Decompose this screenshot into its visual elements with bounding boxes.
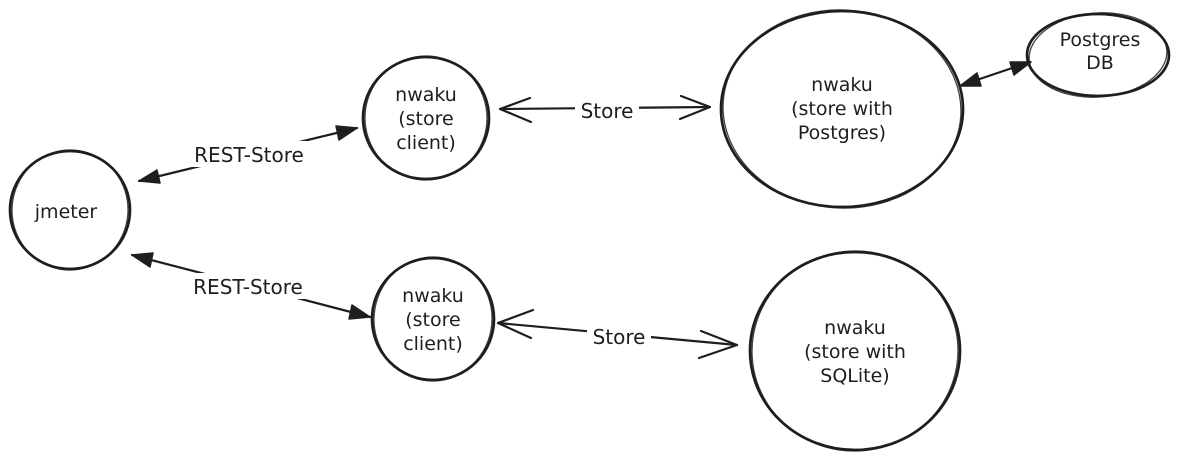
node-jmeter-label: jmeter	[34, 201, 98, 223]
node-store-postgres-label: Postgres)	[798, 122, 886, 144]
node-store-client-bottom-shape-sketch	[373, 256, 493, 382]
node-store-sqlite-label: (store with	[804, 341, 906, 363]
node-store-client-top-label: nwaku	[395, 84, 457, 106]
node-store-sqlite-label: SQLite)	[820, 365, 889, 387]
edge-label: Store	[581, 99, 634, 123]
arrowhead-open	[678, 94, 712, 121]
arrowhead-open	[697, 329, 739, 360]
edge-label-rest-store-bottom: REST-Store	[189, 273, 307, 299]
edge-label-bg	[190, 141, 308, 167]
arrowhead-solid	[335, 125, 358, 141]
node-store-client-top: nwaku (store client)	[361, 55, 491, 181]
node-store-client-bottom-label: nwaku	[402, 285, 464, 307]
node-store-client-top-shape-sketch	[364, 55, 488, 181]
node-postgres-db-shape-sketch	[1028, 12, 1168, 98]
edge-label-store-top: Store	[575, 97, 639, 123]
node-store-sqlite: nwaku (store with SQLite)	[748, 250, 962, 452]
edge-label-bg	[587, 323, 651, 349]
node-store-client-bottom-label: client)	[403, 333, 463, 355]
edge-postgres-db-link	[959, 60, 1032, 87]
node-store-postgres-label: (store with	[791, 98, 893, 120]
node-store-client-top-label: (store	[398, 108, 453, 130]
edge-label: Store	[593, 325, 646, 349]
node-store-client-bottom-shape	[370, 256, 496, 382]
node-postgres-db-label: DB	[1086, 52, 1114, 74]
arrowhead-solid	[1009, 61, 1032, 76]
edge-label-store-bottom: Store	[587, 323, 651, 349]
edge-label-bg	[189, 273, 307, 299]
node-store-sqlite-label: nwaku	[824, 317, 886, 339]
arrowhead-solid	[138, 169, 161, 184]
node-store-postgres-shape	[719, 9, 965, 209]
node-store-client-top-shape	[361, 55, 491, 181]
node-store-sqlite-shape-sketch	[751, 250, 959, 452]
arrowhead-solid	[348, 304, 371, 320]
node-postgres-db-label: Postgres	[1060, 29, 1141, 51]
node-store-sqlite-shape	[748, 250, 962, 452]
edge-label: REST-Store	[193, 275, 303, 299]
node-store-postgres-label: nwaku	[811, 74, 873, 96]
node-jmeter: jmeter	[8, 149, 132, 271]
node-store-client-bottom-label: (store	[405, 309, 460, 331]
node-postgres-db: Postgres DB	[1025, 12, 1171, 98]
edge-label-bg	[575, 97, 639, 123]
edge-label: REST-Store	[194, 143, 304, 167]
node-store-postgres: nwaku (store with Postgres)	[719, 9, 965, 209]
arrowhead-solid	[131, 252, 154, 268]
node-jmeter-shape	[8, 149, 132, 271]
node-store-postgres-shape-sketch	[722, 9, 962, 209]
arrowhead-open	[498, 96, 533, 124]
edge-label-rest-store-top: REST-Store	[190, 141, 308, 167]
arrowhead-open	[496, 308, 535, 340]
node-postgres-db-shape	[1025, 12, 1171, 98]
node-store-client-top-label: client)	[396, 132, 456, 154]
node-store-client-bottom: nwaku (store client)	[370, 256, 496, 382]
arrowhead-solid	[959, 72, 982, 87]
node-jmeter-shape-sketch	[11, 149, 129, 271]
